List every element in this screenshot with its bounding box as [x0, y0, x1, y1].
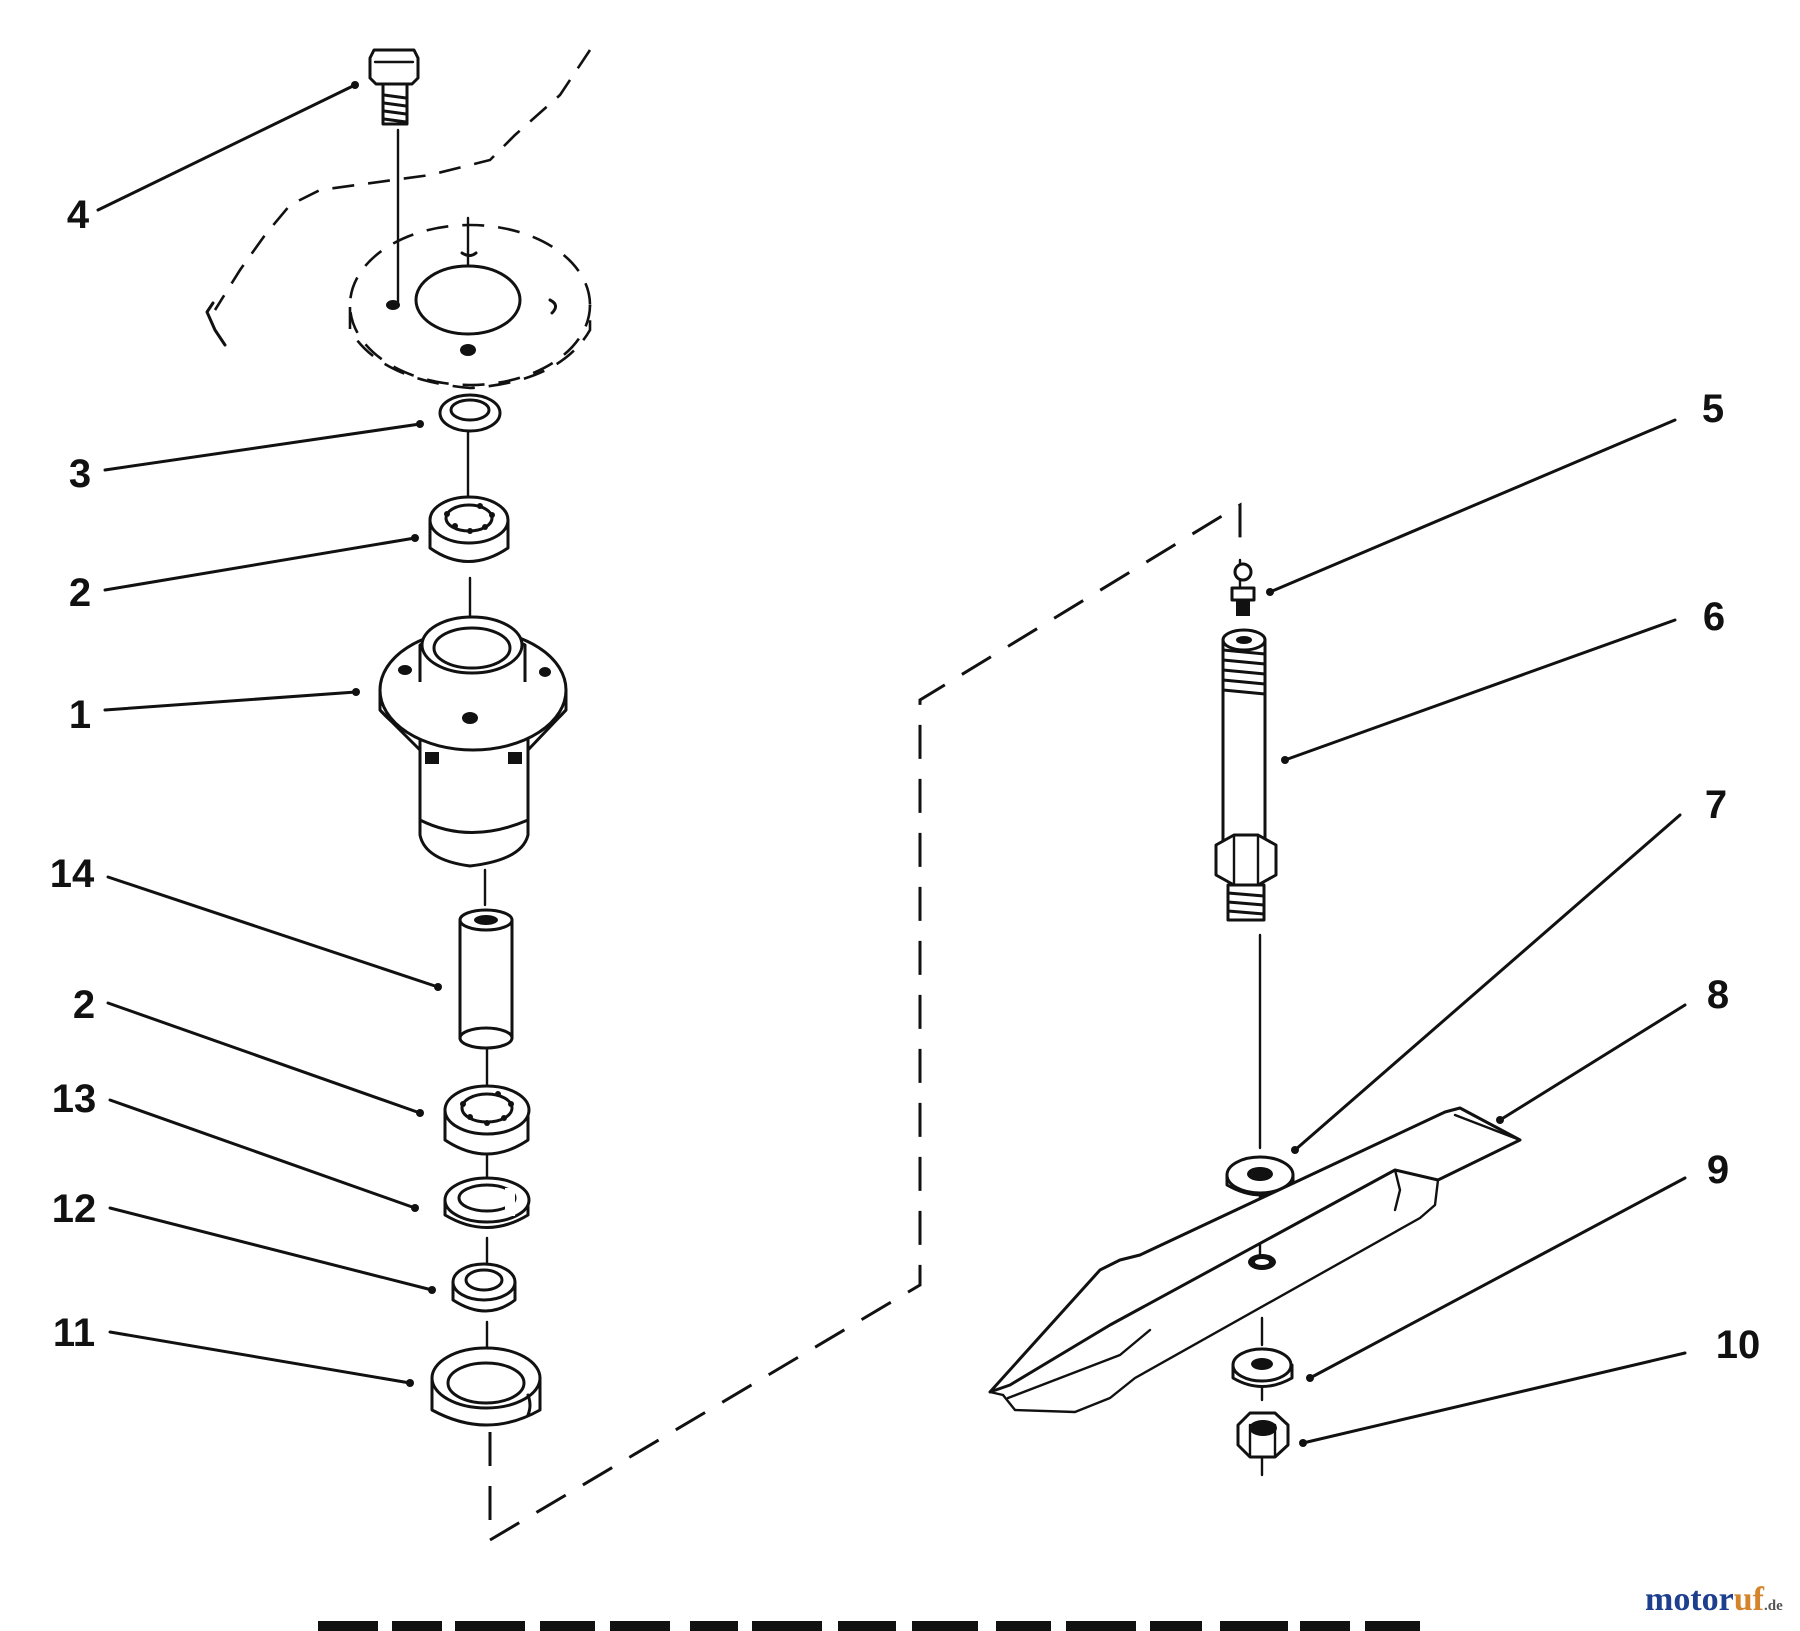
- spindle-housing-part-1: [378, 615, 568, 868]
- callout-11: 11: [53, 1311, 95, 1355]
- callout-6: 6: [1703, 595, 1725, 639]
- svg-text:motoruf.de: motoruf.de: [1645, 1581, 1783, 1618]
- cup-part-11: [430, 1346, 542, 1427]
- blade-part-8: [988, 1106, 1522, 1414]
- spindle-shaft-part-6: [1214, 628, 1278, 922]
- washer-part-9: [1231, 1347, 1294, 1388]
- cropped-title-strip: [318, 1621, 1420, 1631]
- snap-ring-part-13: [443, 1176, 531, 1229]
- callout-3: 3: [69, 452, 91, 496]
- callout-7: 7: [1705, 783, 1727, 827]
- callout-5: 5: [1702, 387, 1724, 431]
- nut-part-10: [1236, 1411, 1290, 1459]
- bolt-part-4: [368, 48, 420, 126]
- callout-12: 12: [52, 1187, 97, 1231]
- callout-2-lower: 2: [73, 983, 95, 1027]
- seal-part-12: [451, 1262, 517, 1313]
- grease-fitting-part-5: [1230, 562, 1256, 616]
- callout-13: 13: [52, 1077, 97, 1121]
- callout-10: 10: [1716, 1323, 1761, 1367]
- bearing-part-2-lower: [443, 1084, 531, 1156]
- callout-8: 8: [1707, 973, 1729, 1017]
- bearing-part-2-upper: [428, 495, 510, 563]
- leader-lines: [96, 81, 1687, 1447]
- callout-2-upper: 2: [69, 571, 91, 615]
- washer-part-3: [438, 393, 502, 433]
- watermark-logo: motoruf.de: [1645, 1581, 1783, 1618]
- callout-1: 1: [69, 693, 91, 737]
- callout-4: 4: [67, 193, 90, 237]
- callout-14: 14: [50, 852, 95, 896]
- mounting-plate-outline: [348, 223, 592, 390]
- callout-9: 9: [1707, 1148, 1729, 1192]
- spacer-part-14: [458, 908, 514, 1050]
